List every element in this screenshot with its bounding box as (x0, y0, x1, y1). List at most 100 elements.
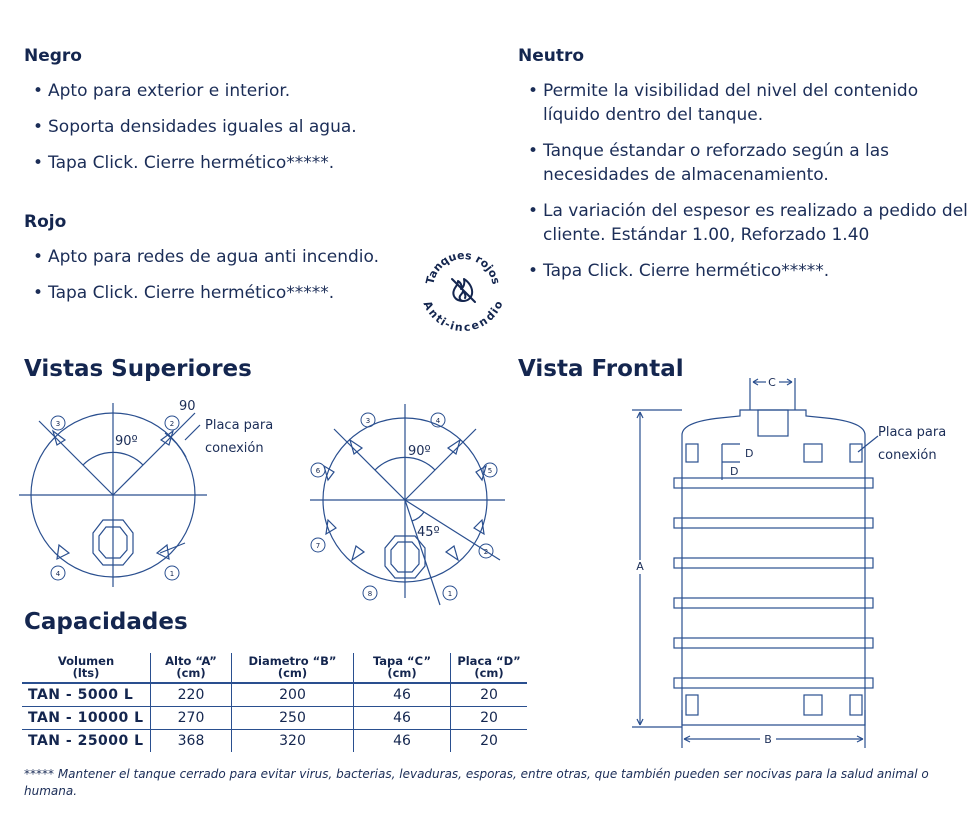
column-header: Alto “A”(cm) (150, 653, 232, 683)
plate (155, 543, 170, 561)
lid-outer (92, 519, 134, 566)
plate-number: 5 (488, 467, 492, 475)
table-header-row: Volumen(lts) Alto “A”(cm) Diametro “B”(c… (22, 653, 527, 683)
capacidades-title: Capacidades (24, 609, 188, 635)
top-view-8-plates: 1 2 3 4 5 6 7 8 90º 45º (310, 404, 505, 606)
front-view-diagram: C A B D D Placa para conexión (632, 376, 946, 748)
list-item: Apto para exterior e interior. (33, 79, 453, 103)
tank-outline (681, 409, 866, 726)
list-item: Tapa Click. Cierre hermético*****. (528, 259, 968, 283)
plate (803, 443, 823, 463)
list-item: La variación del espesor es realizado a … (528, 199, 968, 247)
svg-text:Anti-incendio: Anti-incendio (421, 299, 506, 332)
rib (673, 517, 874, 529)
list-item: Tanque éstandar o reforzado según a las … (528, 139, 968, 187)
list-item: Tapa Click. Cierre hermético*****. (33, 151, 453, 175)
diagonal-line (404, 428, 477, 501)
angle-label: 90º (408, 444, 431, 459)
rib (673, 637, 874, 649)
plate-number-badge (310, 537, 326, 553)
plate (849, 443, 863, 463)
plate (56, 543, 71, 561)
plate-number-badge (482, 462, 498, 478)
plate-number: 3 (366, 417, 370, 425)
top-view-4-plates: 1 2 3 4 90º 90 Placa para conexión (19, 399, 273, 587)
table-row: TAN - 5000 L 220 200 46 20 (22, 683, 527, 707)
vista-frontal-title: Vista Frontal (518, 356, 684, 382)
neutro-heading: Neutro (518, 46, 585, 66)
plate (685, 443, 699, 463)
plate-number: 1 (448, 590, 452, 598)
plate-number-badge (50, 565, 66, 581)
rib (673, 677, 874, 689)
b-label: B (764, 733, 772, 746)
plate-number: 4 (56, 570, 61, 578)
angle-arc (411, 511, 425, 522)
lid-inner (390, 541, 420, 573)
svg-text:Tanques rojos: Tanques rojos (423, 249, 502, 286)
a-label: A (636, 560, 644, 573)
plate-number: 6 (316, 467, 321, 475)
plate-number: 2 (484, 548, 488, 556)
placa-label: Placa para (878, 425, 946, 440)
lid (757, 409, 789, 437)
negro-list: Apto para exterior e interior. Soporta d… (33, 79, 453, 187)
plate-number-badge (442, 585, 458, 601)
d-label: D (745, 447, 753, 460)
placa-label: conexión (878, 448, 937, 463)
angle-arc (164, 432, 187, 458)
footnote: ***** Mantener el tanque cerrado para ev… (24, 767, 929, 798)
plate (348, 438, 364, 456)
vistas-superiores-title: Vistas Superiores (24, 356, 252, 382)
plate (323, 464, 335, 482)
plate (473, 518, 485, 536)
lid-inner (98, 526, 128, 559)
placa-label: Placa para (205, 418, 273, 433)
negro-heading: Negro (24, 46, 82, 66)
plate-number-badge (362, 585, 378, 601)
list-item: Tapa Click. Cierre hermético*****. (33, 281, 433, 305)
angle-arc (82, 451, 144, 466)
diagonal-line (404, 499, 501, 561)
anti-incendio-badge: Tanques rojos Anti-incendio (421, 249, 506, 332)
rojo-list: Apto para redes de agua anti incendio. T… (33, 245, 433, 317)
plate (444, 544, 460, 562)
lid-outer (384, 535, 426, 579)
badge-bottom-text: Anti-incendio (421, 299, 506, 332)
angle-arc (374, 456, 436, 471)
plate-number-badge (164, 565, 180, 581)
plate (685, 694, 699, 716)
list-item: Permite la visibilidad del nivel del con… (528, 79, 968, 127)
plate-number: 3 (56, 420, 60, 428)
capacities-table: Volumen(lts) Alto “A”(cm) Diametro “B”(c… (22, 653, 527, 752)
diagonal-line (404, 499, 441, 606)
placa-label: conexión (205, 441, 264, 456)
list-item: Apto para redes de agua anti incendio. (33, 245, 433, 269)
plate-number-badge (164, 415, 180, 431)
c-label: C (768, 376, 776, 389)
plate (350, 544, 366, 562)
plate-number: 2 (170, 420, 174, 428)
rib (673, 477, 874, 489)
angle-label: 45º (417, 525, 440, 540)
plate-number-badge (310, 462, 326, 478)
rojo-heading: Rojo (24, 212, 67, 232)
plate-number: 1 (170, 570, 174, 578)
column-header: Diametro “B”(cm) (231, 653, 354, 683)
plate-number-badge (360, 412, 376, 428)
angle-label: 90º (115, 434, 138, 449)
angle-label: 90 (179, 399, 196, 414)
plate (51, 429, 67, 446)
d-label: D (730, 465, 738, 478)
rib (673, 557, 874, 569)
column-header: Tapa “C”(cm) (353, 653, 451, 683)
plate (446, 438, 462, 456)
plate (849, 694, 863, 716)
plate (159, 429, 175, 446)
plate-number-badge (430, 412, 446, 428)
diagonal-line (112, 412, 196, 496)
list-item: Soporta densidades iguales al agua. (33, 115, 453, 139)
table-row: TAN - 10000 L 270 250 46 20 (22, 706, 527, 730)
diagonal-line (333, 428, 406, 501)
diagonal-line (38, 420, 114, 496)
